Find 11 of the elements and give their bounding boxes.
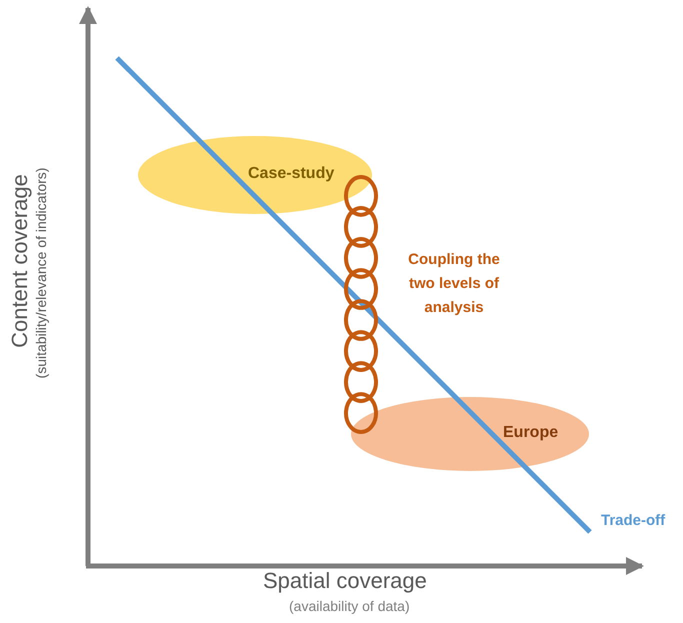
ellipse-region bbox=[350, 396, 590, 472]
chain-link bbox=[344, 175, 378, 434]
axis-title: Content coverage bbox=[7, 173, 33, 350]
axis-subtitle: (suitability/relevance of indicators) bbox=[33, 166, 49, 380]
region-label: Case-study bbox=[248, 165, 334, 183]
line-label: Trade-off bbox=[601, 512, 666, 529]
region-label: Europe bbox=[503, 424, 558, 442]
ellipse-region bbox=[137, 135, 373, 215]
edge-label: Coupling the two levels of analysis bbox=[407, 250, 501, 318]
axis-title: Spatial coverage bbox=[263, 568, 427, 594]
axis-subtitle: (availability of data) bbox=[289, 598, 410, 614]
